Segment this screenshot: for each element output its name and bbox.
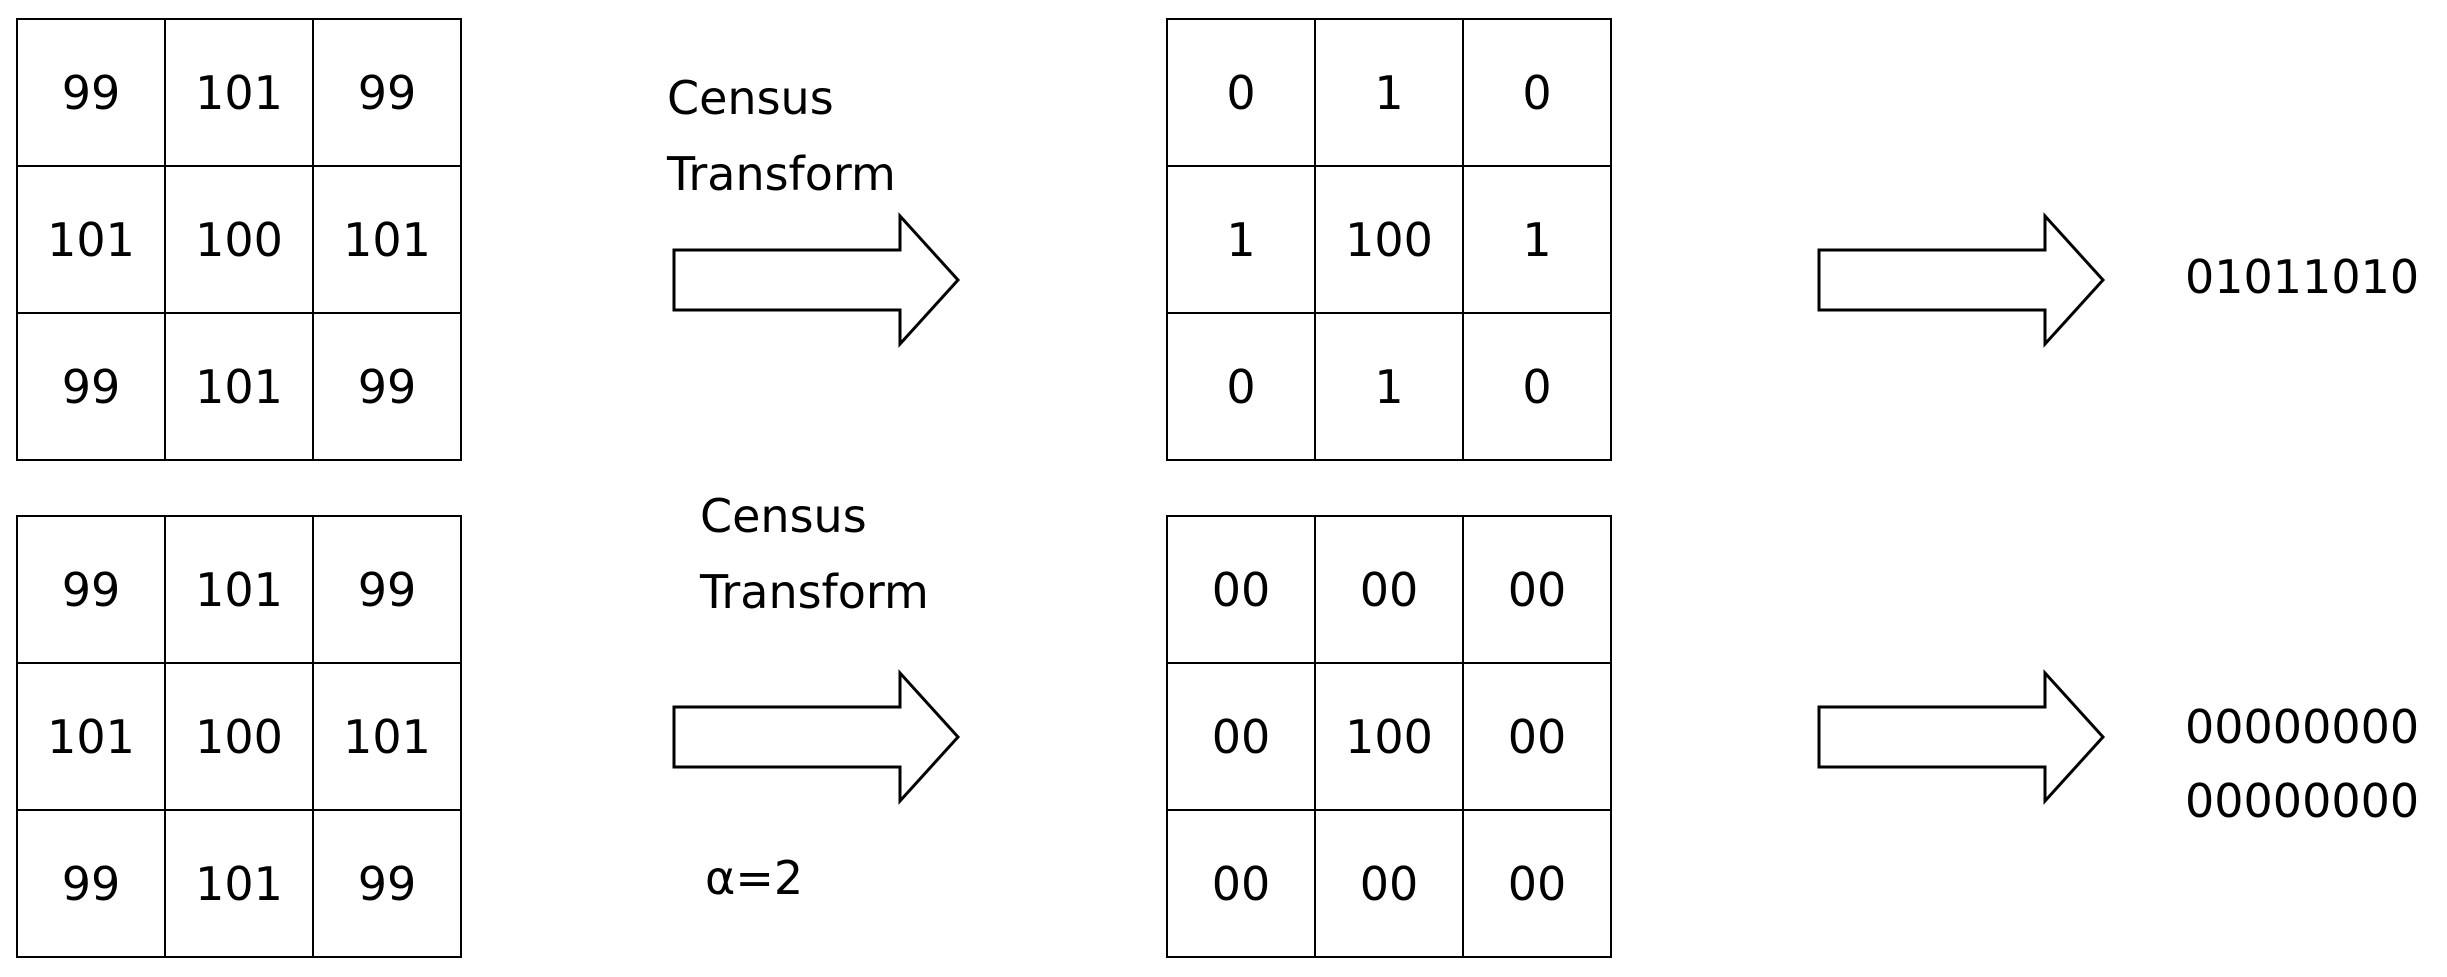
- output-grid-bottom: 00 00 00 00 100 00 00 00 00: [1166, 515, 1612, 958]
- grid-cell: 101: [16, 662, 166, 811]
- grid-cell: 99: [16, 312, 166, 461]
- alpha-parameter: α=2: [705, 851, 804, 905]
- grid-cell: 00: [1462, 809, 1612, 958]
- arrow-right-icon: [672, 669, 961, 805]
- bitstring-line1: 00000000: [2185, 700, 2420, 754]
- output-grid-top: 0 1 0 1 100 1 0 1 0: [1166, 18, 1612, 461]
- grid-cell: 0: [1166, 312, 1316, 461]
- grid-cell: 100: [164, 165, 314, 314]
- grid-cell: 1: [1166, 165, 1316, 314]
- grid-cell: 1: [1462, 165, 1612, 314]
- grid-cell: 00: [1462, 515, 1612, 664]
- grid-cell: 100: [1314, 165, 1464, 314]
- grid-cell: 1: [1314, 18, 1464, 167]
- grid-cell: 0: [1462, 312, 1612, 461]
- transform-label-line2: Transform: [667, 147, 896, 201]
- transform-label-line1: Census: [700, 489, 867, 543]
- grid-cell: 99: [312, 515, 462, 664]
- grid-cell: 101: [312, 662, 462, 811]
- grid-cell: 00: [1314, 809, 1464, 958]
- grid-cell: 0: [1166, 18, 1316, 167]
- grid-cell: 99: [312, 18, 462, 167]
- bitstring-line2: 00000000: [2185, 774, 2420, 828]
- bitstring-top: 01011010: [2185, 250, 2420, 304]
- arrow-right-icon: [1817, 669, 2106, 805]
- input-grid-top: 99 101 99 101 100 101 99 101 99: [16, 18, 462, 461]
- grid-cell: 0: [1462, 18, 1612, 167]
- arrow-right-icon: [1817, 212, 2106, 348]
- grid-cell: 101: [164, 312, 314, 461]
- grid-cell: 00: [1462, 662, 1612, 811]
- grid-cell: 100: [1314, 662, 1464, 811]
- grid-cell: 101: [312, 165, 462, 314]
- grid-cell: 00: [1166, 662, 1316, 811]
- grid-cell: 101: [164, 809, 314, 958]
- grid-cell: 101: [16, 165, 166, 314]
- grid-cell: 00: [1166, 809, 1316, 958]
- grid-cell: 1: [1314, 312, 1464, 461]
- grid-cell: 101: [164, 18, 314, 167]
- grid-cell: 99: [312, 312, 462, 461]
- arrow-right-icon: [672, 212, 961, 348]
- grid-cell: 00: [1166, 515, 1316, 664]
- grid-cell: 101: [164, 515, 314, 664]
- grid-cell: 00: [1314, 515, 1464, 664]
- grid-cell: 99: [312, 809, 462, 958]
- grid-cell: 99: [16, 809, 166, 958]
- transform-label-line2: Transform: [700, 565, 929, 619]
- bitstring-bottom: 00000000 00000000: [2185, 690, 2419, 838]
- grid-cell: 100: [164, 662, 314, 811]
- transform-label-bottom: Census Transform: [700, 478, 929, 630]
- input-grid-bottom: 99 101 99 101 100 101 99 101 99: [16, 515, 462, 958]
- transform-label-top: Census Transform: [667, 60, 896, 212]
- grid-cell: 99: [16, 515, 166, 664]
- grid-cell: 99: [16, 18, 166, 167]
- transform-label-line1: Census: [667, 71, 834, 125]
